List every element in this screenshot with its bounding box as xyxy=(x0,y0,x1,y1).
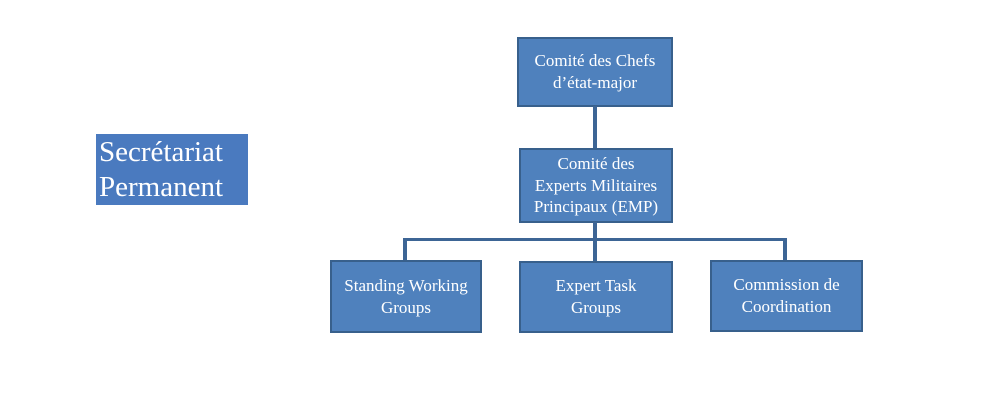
org-node-label-line: Comité des xyxy=(557,153,635,173)
connector-horizontal-branch xyxy=(403,238,787,241)
org-node-label-line: Groups xyxy=(380,297,432,317)
org-node-label-line: Standing Working xyxy=(344,275,468,295)
org-node-label-line: Principaux (EMP) xyxy=(533,197,659,217)
connector-drop-to-standing-working-groups xyxy=(403,240,407,261)
side-label-line-1: Secrétariat xyxy=(99,135,223,168)
org-node-label-line: d’état-major xyxy=(552,73,637,92)
org-node-comite-des-chefs: Comité des Chefs d’état-major xyxy=(517,37,673,107)
org-node-label-line: Groups xyxy=(570,298,622,317)
connector-emp-stem xyxy=(593,222,597,239)
org-node-label-line: Expert Task xyxy=(555,276,637,296)
org-node-label-line: Commission de xyxy=(733,275,840,295)
side-label-secretariat-permanent: Secrétariat Permanent xyxy=(96,134,248,205)
side-label-line-2: Permanent xyxy=(99,170,224,203)
org-node-label-line: Experts Militaires xyxy=(534,175,658,195)
org-node-label: Comité des Experts Militaires Principaux… xyxy=(534,153,658,218)
org-node-label-line: Coordination xyxy=(741,297,832,316)
org-node-label: Expert Task Groups xyxy=(555,275,636,319)
org-node-label: Comité des Chefs d’état-major xyxy=(535,50,656,94)
org-node-commission-de-coordination: Commission de Coordination xyxy=(710,260,863,332)
org-node-comite-experts-militaires: Comité des Experts Militaires Principaux… xyxy=(519,148,673,223)
org-node-standing-working-groups: Standing Working Groups xyxy=(330,260,482,333)
connector-drop-to-expert-task-groups xyxy=(593,240,597,262)
org-node-label-line: Comité des Chefs xyxy=(534,51,656,71)
connector-drop-to-commission-de-coordination xyxy=(783,240,787,261)
org-node-label: Standing Working Groups xyxy=(344,275,467,319)
org-node-expert-task-groups: Expert Task Groups xyxy=(519,261,673,333)
connector-chefs-to-emp xyxy=(593,106,597,149)
org-node-label: Commission de Coordination xyxy=(733,274,839,318)
